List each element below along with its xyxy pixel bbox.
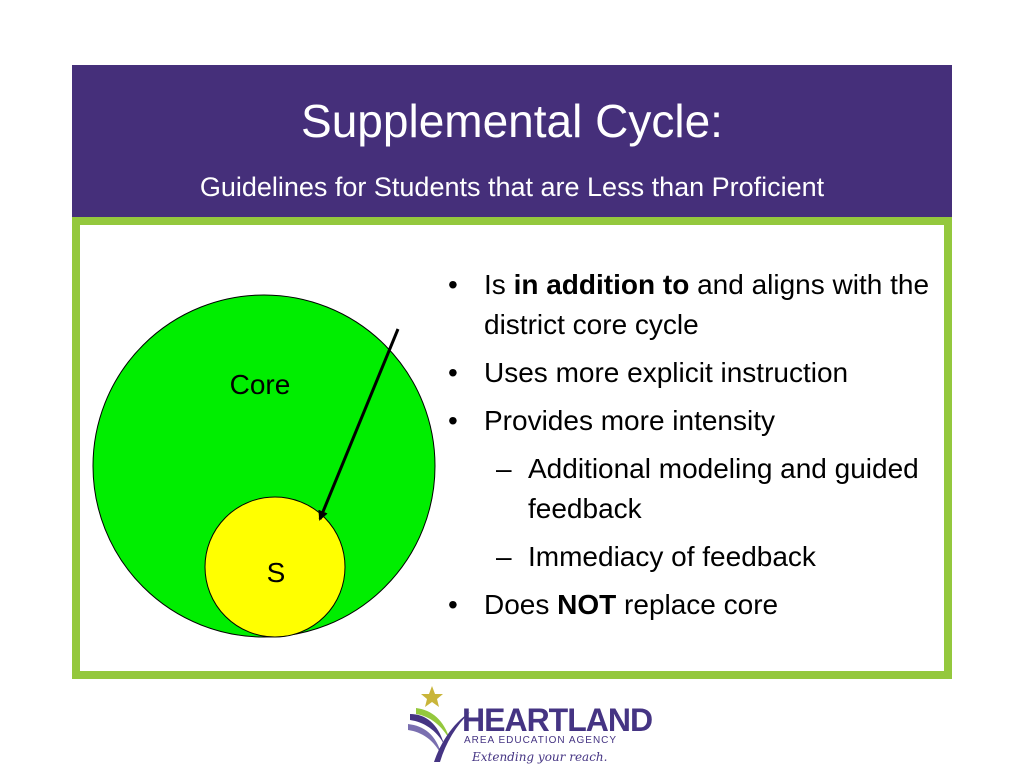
- bullet-text-bold: NOT: [557, 589, 617, 620]
- bullet-not-replace: • Does NOT replace core: [438, 585, 938, 625]
- bullet-text: Provides more intensity: [484, 405, 776, 436]
- core-circle: [92, 294, 436, 638]
- sub-bullet-text: Additional modeling and guided feedback: [528, 453, 919, 524]
- bullet-in-addition: • Is in addition to and aligns with the …: [438, 265, 938, 345]
- sub-bullet-immediacy: – Immediacy of feedback: [438, 537, 938, 577]
- pointer-arrow: [318, 328, 400, 521]
- sub-bullet-modeling: – Additional modeling and guided feedbac…: [438, 449, 938, 529]
- bullet-marker: •: [448, 405, 458, 436]
- bullet-intensity: • Provides more intensity: [438, 401, 938, 441]
- bullet-marker: •: [448, 589, 458, 620]
- bullet-explicit-instruction: • Uses more explicit instruction: [438, 353, 938, 393]
- bullet-text-bold: in addition to: [513, 269, 690, 300]
- logo-tagline: Extending your reach.: [472, 750, 608, 764]
- sub-bullet-marker: –: [496, 541, 512, 572]
- bullet-marker: •: [448, 357, 458, 388]
- core-supplemental-diagram: Core S: [92, 294, 436, 638]
- content-frame: Core S • Is in addition to and aligns wi…: [72, 217, 952, 679]
- bullet-marker: •: [448, 269, 458, 300]
- supplemental-circle: [204, 496, 346, 638]
- bullet-text-pre: Does: [484, 589, 558, 620]
- content-area: Core S • Is in addition to and aligns wi…: [80, 225, 944, 671]
- bullet-text: Uses more explicit instruction: [484, 357, 849, 388]
- core-label: Core: [230, 369, 291, 400]
- supplemental-label: S: [267, 557, 286, 588]
- slide-title: Supplemental Cycle:: [301, 95, 723, 147]
- bullet-text-pre: Is: [484, 269, 514, 300]
- slide-subtitle: Guidelines for Students that are Less th…: [199, 172, 825, 202]
- logo-name: HEARTLAND: [462, 702, 653, 738]
- logo-subtitle: AREA EDUCATION AGENCY: [464, 735, 618, 746]
- star-swoosh-icon: [408, 686, 470, 762]
- sub-bullet-text: Immediacy of feedback: [528, 541, 816, 572]
- bullet-text-post: replace core: [616, 589, 779, 620]
- bullet-list: • Is in addition to and aligns with the …: [438, 265, 938, 633]
- heartland-logo: HEARTLAND AREA EDUCATION AGENCY Extendin…: [404, 684, 653, 766]
- sub-bullet-marker: –: [496, 453, 512, 484]
- bullet-text-post: and aligns with the district core cycle: [484, 269, 930, 340]
- title-banner: Supplemental Cycle: Guidelines for Stude…: [72, 65, 952, 217]
